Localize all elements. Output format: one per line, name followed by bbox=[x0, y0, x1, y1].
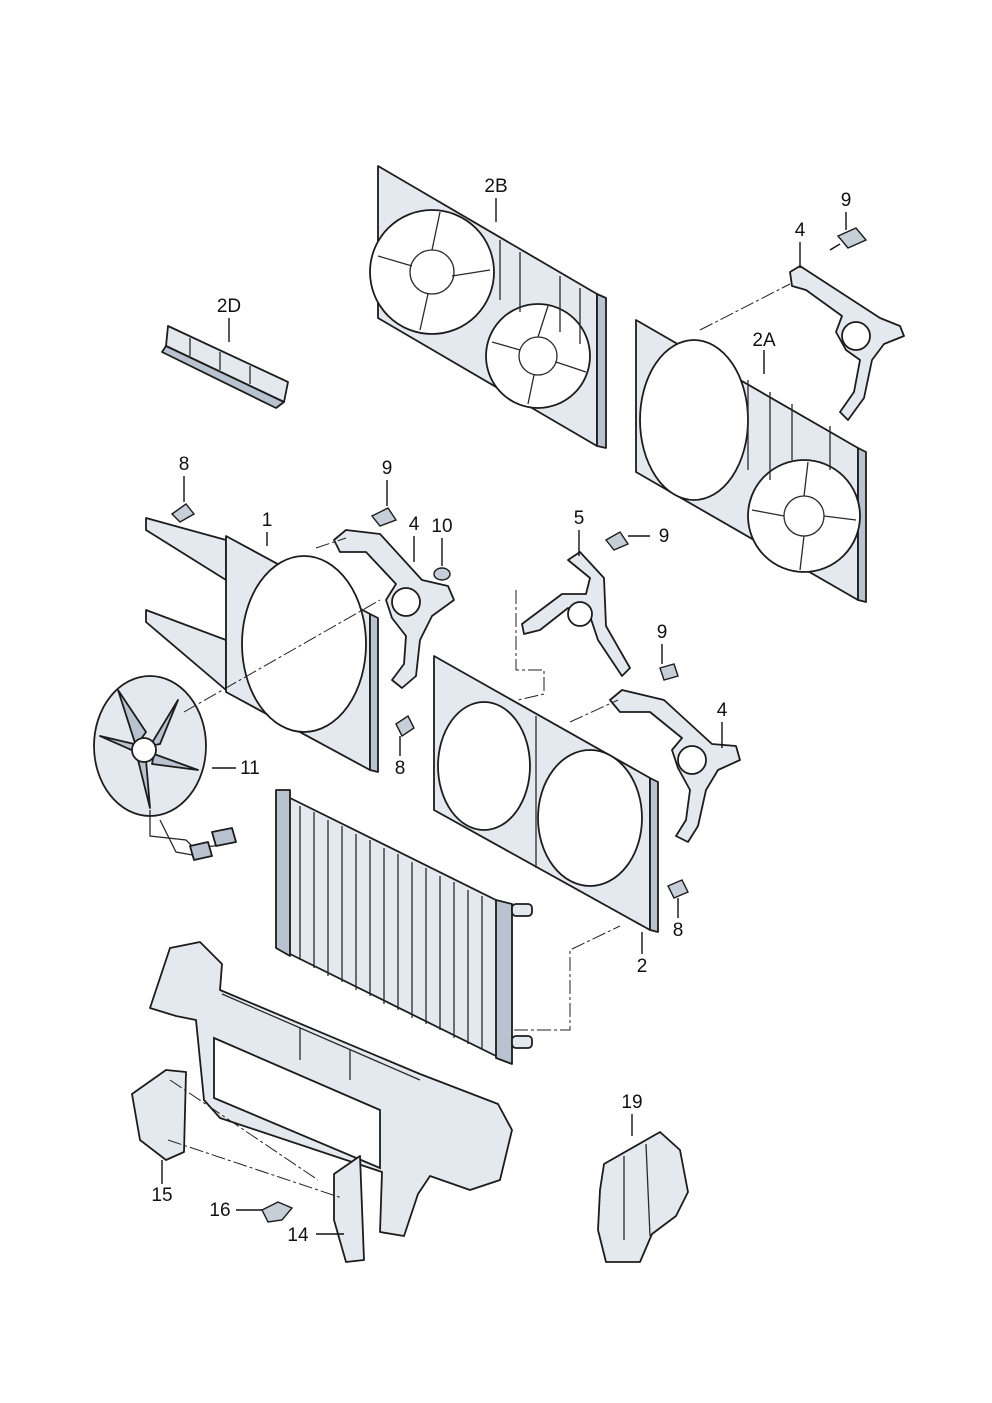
label-9-top: 9 bbox=[841, 190, 852, 211]
label-2: 2 bbox=[637, 956, 648, 977]
label-11: 11 bbox=[240, 758, 260, 779]
label-9-middle: 9 bbox=[382, 458, 393, 479]
label-8-upper-left: 8 bbox=[179, 454, 190, 475]
label-1: 1 bbox=[262, 510, 273, 531]
label-2a: 2A bbox=[752, 330, 776, 351]
label-4-middle: 4 bbox=[409, 514, 420, 535]
part-4-bracket-top bbox=[789, 265, 905, 421]
part-16-bolt bbox=[261, 1201, 294, 1223]
label-2b: 2B bbox=[484, 176, 507, 197]
label-16: 16 bbox=[209, 1200, 230, 1221]
label-8-middle: 8 bbox=[395, 758, 406, 779]
label-14: 14 bbox=[287, 1225, 309, 1246]
part-8-bolt-upper-left bbox=[170, 503, 196, 523]
part-5-bracket bbox=[521, 551, 631, 677]
part-labels: 2B 2D 9 4 2A 8 9 1 4 10 5 9 9 4 8 11 8 2… bbox=[151, 176, 851, 1246]
radiator bbox=[275, 789, 533, 1065]
label-19: 19 bbox=[621, 1092, 642, 1113]
part-14-deflector bbox=[333, 1155, 365, 1263]
label-4-lower: 4 bbox=[717, 700, 728, 721]
part-9-bolt-right-lower bbox=[659, 663, 679, 681]
assembly-lines bbox=[167, 283, 791, 1199]
part-9-bolt-middle bbox=[370, 507, 398, 527]
label-5: 5 bbox=[574, 508, 585, 529]
part-1-fan-shroud bbox=[145, 517, 379, 773]
label-10: 10 bbox=[431, 516, 452, 537]
part-9-bolt-top bbox=[829, 227, 868, 251]
part-2b-fan-shroud bbox=[369, 165, 607, 449]
leader-lines bbox=[161, 198, 847, 1235]
part-9-bolt-right-upper bbox=[604, 531, 630, 551]
part-19-air-duct bbox=[597, 1131, 689, 1263]
part-4-bracket-middle bbox=[333, 529, 455, 689]
part-2d-strip bbox=[161, 325, 289, 409]
label-15: 15 bbox=[151, 1185, 172, 1206]
label-4-top: 4 bbox=[795, 220, 806, 241]
part-2-fan-shroud bbox=[433, 655, 659, 933]
part-11-fan-motor bbox=[93, 675, 237, 861]
label-9-right-upper: 9 bbox=[659, 526, 670, 547]
part-2a-fan-shroud bbox=[635, 319, 867, 603]
part-15-deflector bbox=[131, 1069, 187, 1161]
part-4-bracket-lower bbox=[609, 689, 741, 843]
part-10-nut bbox=[433, 567, 451, 581]
front-carrier bbox=[149, 941, 513, 1237]
label-9-right-lower: 9 bbox=[657, 622, 668, 643]
part-8-bolt-lower-right bbox=[667, 879, 689, 899]
label-8-lower-right: 8 bbox=[673, 920, 684, 941]
label-2d: 2D bbox=[217, 296, 241, 317]
part-8-bolt-middle bbox=[395, 714, 415, 738]
